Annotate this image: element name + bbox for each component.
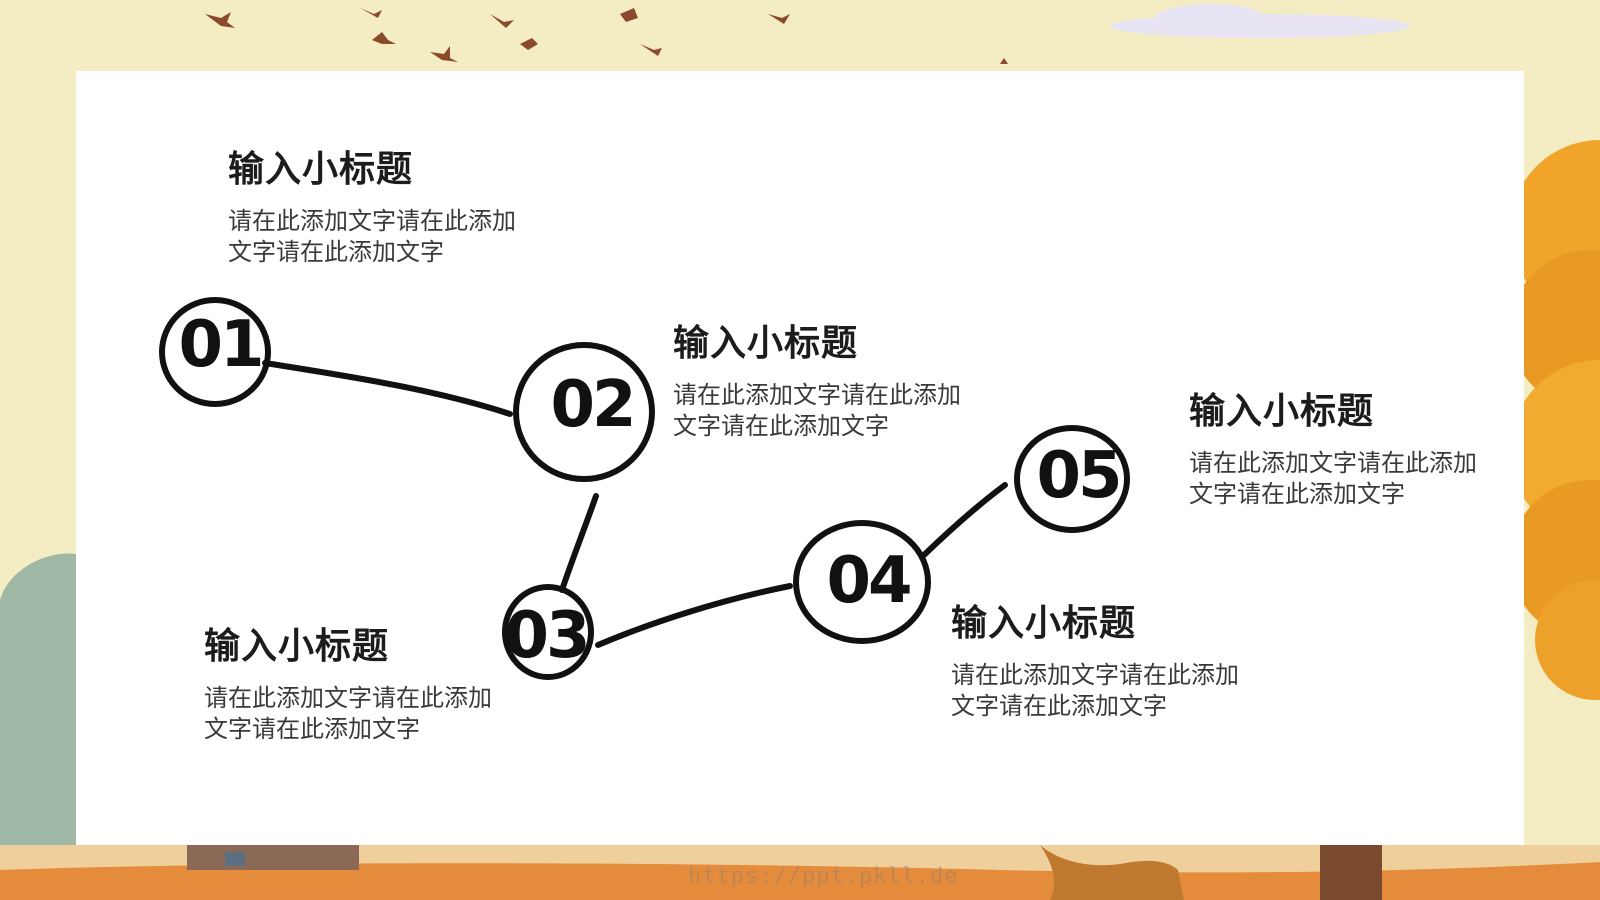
step-block-01: 输入小标题 请在此添加文字请在此添加文字请在此添加文字	[228, 148, 548, 268]
step-circle-03: 03	[502, 584, 594, 680]
step-number-03: 03	[504, 599, 587, 673]
birds	[205, 8, 1008, 64]
step-circle-05: 05	[1014, 425, 1130, 533]
step-description: 请在此添加文字请在此添加文字请在此添加文字	[673, 381, 961, 440]
step-title: 输入小标题	[228, 149, 414, 190]
step-circle-02: 02	[513, 342, 655, 482]
step-title: 输入小标题	[951, 603, 1137, 644]
house-left	[187, 845, 359, 870]
bird	[430, 46, 458, 62]
tree-trunk	[1320, 845, 1382, 900]
bird	[640, 44, 662, 56]
connector-02-03	[559, 493, 599, 593]
step-number-04: 04	[826, 544, 910, 618]
bird	[620, 8, 638, 22]
step-title: 输入小标题	[673, 323, 859, 364]
bird	[490, 14, 514, 28]
step-number-05: 05	[1036, 439, 1119, 513]
step-description: 请在此添加文字请在此添加文字请在此添加文字	[204, 684, 492, 743]
step-block-05: 输入小标题 请在此添加文字请在此添加文字请在此添加文字	[1189, 390, 1509, 510]
connector-04-05	[921, 482, 1008, 558]
bird	[360, 8, 382, 18]
bush-left	[0, 553, 80, 900]
step-description: 请在此添加文字请在此添加文字请在此添加文字	[228, 207, 516, 266]
step-circle-04: 04	[793, 520, 931, 644]
step-block-03: 输入小标题 请在此添加文字请在此添加文字请在此添加文字	[204, 625, 524, 745]
deer-silhouette	[1040, 845, 1184, 900]
step-block-02: 输入小标题 请在此添加文字请在此添加文字请在此添加文字	[673, 322, 993, 442]
ground	[0, 862, 1600, 900]
content-card	[76, 71, 1524, 845]
step-description: 请在此添加文字请在此添加文字请在此添加文字	[951, 661, 1239, 720]
step-title: 输入小标题	[204, 626, 390, 667]
step-number-01: 01	[178, 308, 261, 382]
connector-03-04	[595, 583, 793, 648]
step-number-02: 02	[550, 368, 633, 442]
bird	[520, 38, 538, 50]
step-title: 输入小标题	[1189, 391, 1375, 432]
step-block-04: 输入小标题 请在此添加文字请在此添加文字请在此添加文字	[951, 602, 1271, 722]
step-description: 请在此添加文字请在此添加文字请在此添加文字	[1189, 449, 1477, 508]
bird	[1000, 58, 1008, 64]
bird	[372, 32, 396, 44]
connector-01-02	[262, 360, 513, 417]
bird	[768, 14, 790, 24]
step-circle-01: 01	[159, 297, 271, 407]
bird	[205, 12, 235, 28]
watermark-url: https://ppt.pkll.de	[688, 864, 959, 889]
